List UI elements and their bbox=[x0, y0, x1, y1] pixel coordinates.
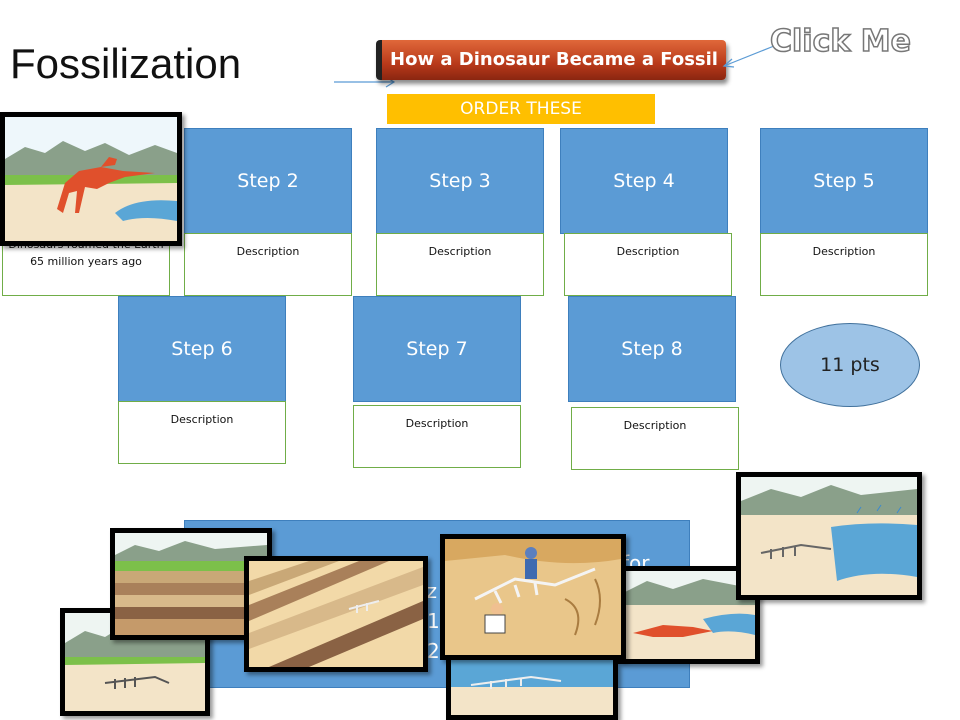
sediment-layers-icon bbox=[115, 533, 267, 635]
step-5-description[interactable]: Description bbox=[760, 233, 928, 296]
step-8-description[interactable]: Description bbox=[571, 407, 739, 470]
fossil-image[interactable] bbox=[244, 556, 428, 672]
page-title: Fossilization bbox=[10, 40, 242, 87]
step-4-description[interactable]: Description bbox=[564, 233, 732, 296]
step-label: Step 2 bbox=[237, 170, 299, 192]
arrow-icon bbox=[722, 45, 775, 68]
dinosaur-icon bbox=[5, 117, 177, 241]
step-2-box[interactable]: Step 2 bbox=[184, 128, 352, 234]
step-label: Step 7 bbox=[406, 338, 468, 360]
dead-dinosaur-icon bbox=[623, 571, 755, 659]
step-4-box[interactable]: Step 4 bbox=[560, 128, 728, 234]
step-label: Step 8 bbox=[621, 338, 683, 360]
step-5-box[interactable]: Step 5 bbox=[760, 128, 928, 234]
info-fragment: 2 bbox=[427, 639, 440, 663]
dinosaur-image[interactable] bbox=[0, 112, 182, 246]
step-7-box[interactable]: Step 7 bbox=[353, 296, 521, 402]
step-3-description[interactable]: Description bbox=[376, 233, 544, 296]
excavation-image[interactable] bbox=[440, 534, 626, 660]
step-8-box[interactable]: Step 8 bbox=[568, 296, 736, 402]
step-label: Step 5 bbox=[813, 170, 875, 192]
tilted-layers-icon bbox=[249, 561, 423, 667]
step-2-description[interactable]: Description bbox=[184, 233, 352, 296]
order-banner: ORDER THESE bbox=[387, 94, 655, 124]
skeleton-by-river-icon bbox=[741, 477, 917, 595]
fossil-image[interactable] bbox=[618, 566, 760, 664]
step-6-box[interactable]: Step 6 bbox=[118, 296, 286, 402]
video-link-button[interactable]: How a Dinosaur Became a Fossil bbox=[376, 40, 726, 80]
step-3-box[interactable]: Step 3 bbox=[376, 128, 544, 234]
info-fragment: 1 bbox=[427, 609, 440, 633]
paleontologists-digging-icon bbox=[445, 539, 621, 655]
step-label: Step 6 bbox=[171, 338, 233, 360]
step-label: Step 4 bbox=[613, 170, 675, 192]
fossil-image[interactable] bbox=[736, 472, 922, 600]
step-7-description[interactable]: Description bbox=[353, 405, 521, 468]
step-6-description[interactable]: Description bbox=[118, 401, 286, 464]
step-label: Step 3 bbox=[429, 170, 491, 192]
points-badge: 11 pts bbox=[780, 323, 920, 407]
click-me-label[interactable]: Click Me bbox=[769, 23, 911, 60]
